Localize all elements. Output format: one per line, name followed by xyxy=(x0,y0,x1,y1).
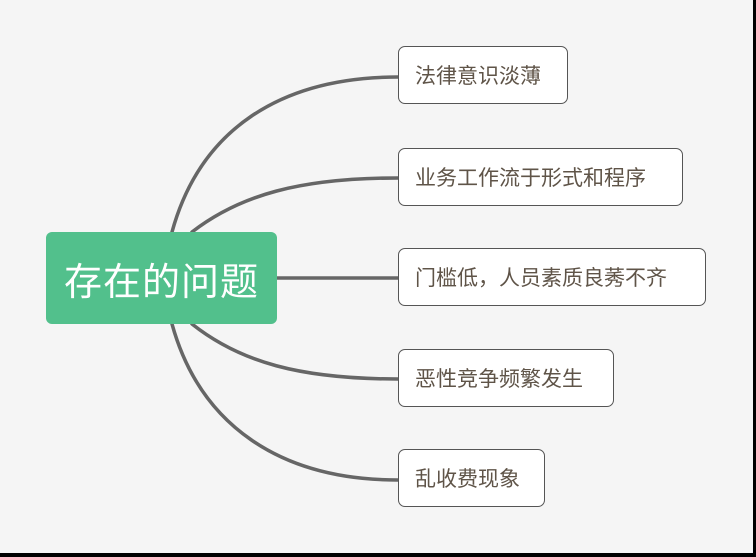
connector-branch-4 xyxy=(190,322,400,381)
image-border-bottom xyxy=(0,553,756,557)
branch-topic-label: 业务工作流于形式和程序 xyxy=(415,166,646,190)
connector-branch-5 xyxy=(170,322,400,482)
branch-topic-3[interactable]: 门槛低，人员素质良莠不齐 xyxy=(398,248,706,306)
image-border-right xyxy=(753,0,756,557)
branch-topic-label: 乱收费现象 xyxy=(415,467,520,491)
connector-branch-1 xyxy=(170,75,400,234)
central-topic-label: 存在的问题 xyxy=(63,259,259,304)
connector-branch-2 xyxy=(190,176,400,234)
branch-topic-4[interactable]: 恶性竞争频繁发生 xyxy=(398,349,614,407)
branch-topic-label: 恶性竞争频繁发生 xyxy=(415,367,583,391)
branch-topic-2[interactable]: 业务工作流于形式和程序 xyxy=(398,148,683,206)
central-topic[interactable]: 存在的问题 xyxy=(46,232,277,324)
branch-topic-label: 门槛低，人员素质良莠不齐 xyxy=(415,266,667,290)
branch-topic-1[interactable]: 法律意识淡薄 xyxy=(398,46,568,104)
branch-topic-5[interactable]: 乱收费现象 xyxy=(398,449,545,507)
branch-topic-label: 法律意识淡薄 xyxy=(415,64,541,88)
